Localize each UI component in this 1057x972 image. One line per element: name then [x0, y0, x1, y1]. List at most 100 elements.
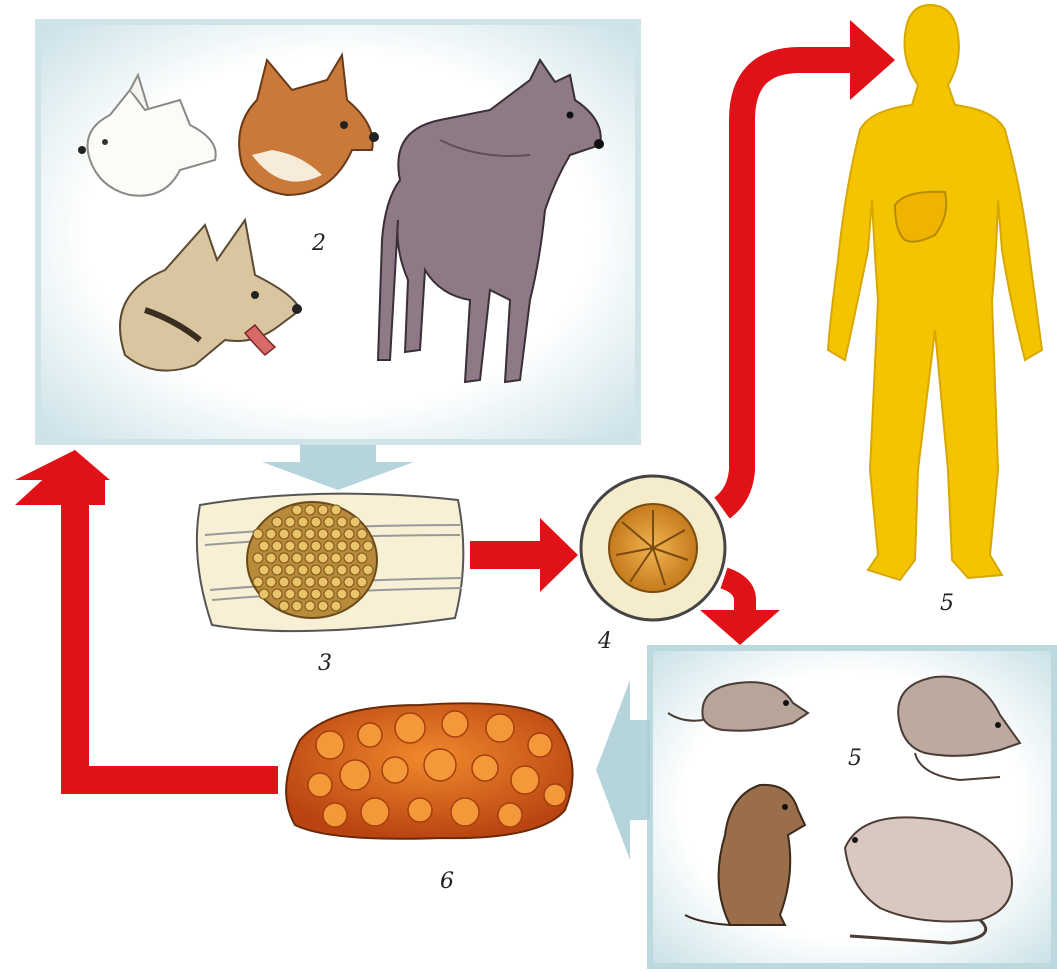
egg-dot — [350, 565, 360, 575]
egg-dot — [331, 601, 341, 611]
egg-dot — [305, 529, 315, 539]
egg-dot — [363, 565, 373, 575]
human-silhouette-icon — [828, 5, 1042, 580]
egg-dot — [318, 529, 328, 539]
egg-dot — [350, 541, 360, 551]
egg-dot — [344, 553, 354, 563]
egg-dot — [357, 577, 367, 587]
egg-dot — [298, 565, 308, 575]
cyst-bubble — [316, 731, 344, 759]
cyst-bubble — [358, 723, 382, 747]
egg-dot — [259, 541, 269, 551]
egg-dot — [298, 541, 308, 551]
egg-dot — [357, 553, 367, 563]
egg-dot — [279, 529, 289, 539]
pale-arrow-left — [596, 680, 650, 860]
egg-oncosphere-icon — [581, 476, 725, 620]
cyst-bubble — [382, 757, 408, 783]
label-egg: 4 — [597, 629, 612, 654]
cyst-bubble — [498, 803, 522, 827]
egg-dot — [279, 601, 289, 611]
egg-dot — [285, 517, 295, 527]
egg-dot — [266, 577, 276, 587]
egg-dot — [337, 517, 347, 527]
egg-dot — [324, 589, 334, 599]
cyst-bubble — [442, 711, 468, 737]
egg-dot — [331, 529, 341, 539]
egg-dot — [363, 541, 373, 551]
egg-dot — [272, 541, 282, 551]
red-arrow-egg-to-human — [722, 20, 895, 508]
hydatid-cyst-icon — [286, 703, 572, 838]
egg-dot — [311, 565, 321, 575]
cyst-bubble — [528, 733, 552, 757]
egg-dot — [285, 541, 295, 551]
egg-dot — [344, 529, 354, 539]
label-proglottid: 3 — [318, 651, 332, 676]
egg-dot — [272, 565, 282, 575]
egg-dot — [292, 553, 302, 563]
egg-dot — [305, 601, 315, 611]
egg-dot — [285, 565, 295, 575]
egg-dot — [324, 565, 334, 575]
egg-dot — [266, 529, 276, 539]
cyst-bubble — [424, 749, 456, 781]
label-cyst: 6 — [440, 869, 454, 894]
cyst-bubble — [323, 803, 347, 827]
egg-dot — [337, 541, 347, 551]
label-rodents: 5 — [848, 746, 862, 771]
cyst-bubble — [340, 760, 370, 790]
egg-dot — [292, 505, 302, 515]
cyst-bubble — [472, 755, 498, 781]
proglottid-segment-icon — [197, 494, 463, 632]
egg-dot — [331, 505, 341, 515]
egg-dot — [324, 517, 334, 527]
label-definitive-hosts: 2 — [311, 231, 326, 256]
egg-dot — [292, 529, 302, 539]
egg-dot — [305, 577, 315, 587]
cyst-bubble — [451, 798, 479, 826]
egg-dot — [298, 517, 308, 527]
red-arrow-proglottid-to-egg — [470, 518, 578, 592]
egg-dot — [318, 601, 328, 611]
pale-arrow-down — [262, 445, 414, 490]
egg-dot — [331, 577, 341, 587]
egg-dot — [318, 553, 328, 563]
egg-dot — [318, 505, 328, 515]
egg-dot — [298, 589, 308, 599]
cyst-bubble — [486, 714, 514, 742]
egg-dot — [337, 589, 347, 599]
egg-dot — [311, 541, 321, 551]
egg-dot — [305, 505, 315, 515]
egg-dot — [350, 517, 360, 527]
egg-dot — [311, 589, 321, 599]
egg-dot — [253, 529, 263, 539]
egg-dot — [344, 577, 354, 587]
egg-dot — [253, 577, 263, 587]
rodents-panel: 5 — [650, 648, 1054, 966]
cyst-bubble — [408, 798, 432, 822]
egg-dot — [350, 589, 360, 599]
egg-dot — [311, 517, 321, 527]
egg-dot — [259, 565, 269, 575]
egg-dot — [285, 589, 295, 599]
cyst-bubble — [361, 798, 389, 826]
egg-dot — [292, 601, 302, 611]
egg-dot — [305, 553, 315, 563]
egg-dot — [279, 553, 289, 563]
egg-dot — [292, 577, 302, 587]
label-human: 5 — [940, 591, 954, 616]
egg-dot — [266, 553, 276, 563]
egg-dot — [324, 541, 334, 551]
cyst-bubble — [544, 784, 566, 806]
egg-dot — [272, 517, 282, 527]
egg-dot — [331, 553, 341, 563]
egg-dot — [272, 589, 282, 599]
egg-dot — [337, 565, 347, 575]
egg-dot — [318, 577, 328, 587]
egg-dot — [279, 577, 289, 587]
definitive-hosts-panel: 2 — [38, 22, 638, 442]
egg-dot — [259, 589, 269, 599]
egg-dot — [253, 553, 263, 563]
